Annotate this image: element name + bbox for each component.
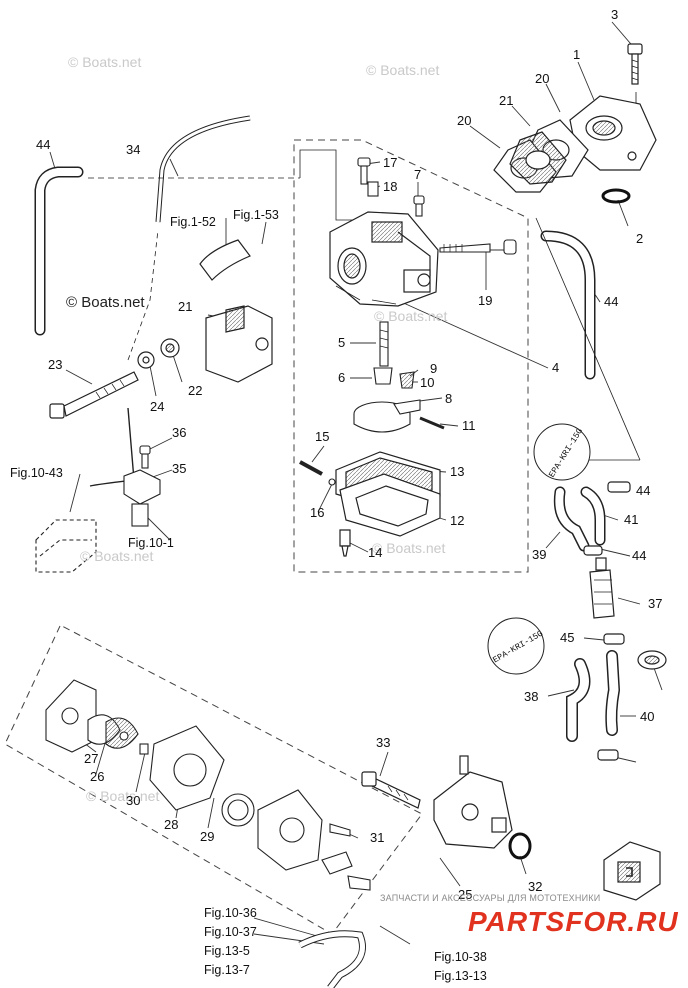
watermark-main: © Boats.net (66, 294, 145, 311)
carb-internals (299, 321, 445, 486)
callout-43: 44 (604, 294, 619, 309)
callout-7: 7 (414, 167, 422, 182)
grommet (637, 650, 667, 670)
callout-29: 28 (164, 817, 179, 832)
callout-16: 16 (310, 505, 325, 520)
fuel-lines (34, 115, 641, 988)
callout-25: 24 (150, 399, 165, 414)
callout-5: 5 (338, 335, 346, 350)
callout-10: 10 (420, 375, 435, 390)
fuel-pump-body (361, 755, 513, 849)
fuel-primer (199, 239, 273, 383)
watermark: © Boats.net (80, 548, 154, 564)
callout-3: 3 (611, 7, 619, 22)
callout-12: 12 (450, 513, 465, 528)
shop-tagline: ЗАПЧАСТИ И АКСЕССУАРЫ ДЛЯ МОТОТЕХНИКИ (380, 893, 601, 903)
fig-ref[interactable]: Fig.13-7 (204, 963, 250, 977)
callout-13: 13 (450, 464, 465, 479)
callout-44: 44 (636, 483, 651, 498)
manifold-bolt (627, 43, 643, 85)
intake-manifold (569, 95, 657, 171)
watermark: © Boats.net (86, 788, 160, 804)
shop-logo[interactable]: PARTSFOR.RU (468, 906, 679, 937)
float-bowl (335, 451, 441, 557)
callout-17: 17 (383, 155, 398, 170)
watermark: © Boats.net (374, 308, 448, 324)
callout-2: 2 (636, 231, 644, 246)
fig-ref[interactable]: Fig.1-52 (170, 215, 216, 229)
callout-37: 36 (172, 425, 187, 440)
callout-44: 45 (560, 630, 575, 645)
callout-9: 9 (430, 361, 438, 376)
callout-44: 44 (632, 548, 647, 563)
hoses (553, 486, 621, 742)
callout-22: 21 (178, 299, 193, 314)
callout-15: 15 (315, 429, 330, 444)
epa-tags (487, 423, 591, 675)
carburetor-body (329, 211, 439, 307)
watermark: © Boats.net (366, 62, 440, 78)
callout-18: 18 (383, 179, 398, 194)
callout-21: 21 (499, 93, 514, 108)
fig-ref[interactable]: Fig.10-1 (128, 536, 174, 550)
callout-27: 26 (90, 769, 105, 784)
fig-ref[interactable]: Fig.1-53 (233, 208, 279, 222)
callout-40: 39 (532, 547, 547, 562)
fig-ref[interactable]: Fig.13-5 (204, 944, 250, 958)
callout-41: 40 (640, 709, 655, 724)
fig-ref[interactable]: Fig.10-37 (204, 925, 257, 939)
pump-parts (45, 679, 371, 891)
hose-clips (583, 481, 631, 761)
callout-39: 38 (524, 689, 539, 704)
callout-32: 31 (370, 830, 385, 845)
callout-14: 14 (368, 545, 383, 560)
callout-4: 4 (552, 360, 560, 375)
clamp-bracket (123, 445, 161, 527)
callout-20: 20 (457, 113, 472, 128)
carb-screws (357, 157, 517, 255)
pump-o-ring (508, 832, 532, 860)
fig-ref[interactable]: Fig.10-43 (10, 466, 63, 480)
callout-42: 41 (624, 512, 639, 527)
callout-34: 33 (376, 735, 391, 750)
callout-20: 20 (535, 71, 550, 86)
callout-43: 44 (36, 137, 51, 152)
intake-gaskets (493, 119, 589, 193)
callout-19: 19 (478, 293, 493, 308)
callout-23: 22 (188, 383, 203, 398)
callout-33: 32 (528, 879, 543, 894)
callout-36: 35 (172, 461, 187, 476)
callout-24: 23 (48, 357, 63, 372)
spacer-bolt (49, 338, 180, 419)
watermark: © Boats.net (68, 54, 142, 70)
callout-8: 8 (445, 391, 453, 406)
callout-31: 30 (126, 793, 141, 808)
fig-ref[interactable]: Fig.10-36 (204, 906, 257, 920)
callout-35: 34 (126, 142, 141, 157)
fig-ref[interactable]: Fig.13-13 (434, 969, 487, 983)
callout-30: 29 (200, 829, 215, 844)
callout-6: 6 (338, 370, 346, 385)
callout-11: 11 (462, 418, 476, 433)
carburetor-icon (603, 841, 661, 901)
callout-28: 27 (84, 751, 99, 766)
watermark: © Boats.net (372, 540, 446, 556)
filter-bracket (35, 519, 97, 573)
o-ring (601, 188, 631, 204)
callout-26: 25 (458, 887, 473, 902)
fig-ref[interactable]: Fig.10-38 (434, 950, 487, 964)
fuel-filter (589, 557, 615, 619)
callout-38: 37 (648, 596, 663, 611)
callout-1: 1 (573, 47, 581, 62)
